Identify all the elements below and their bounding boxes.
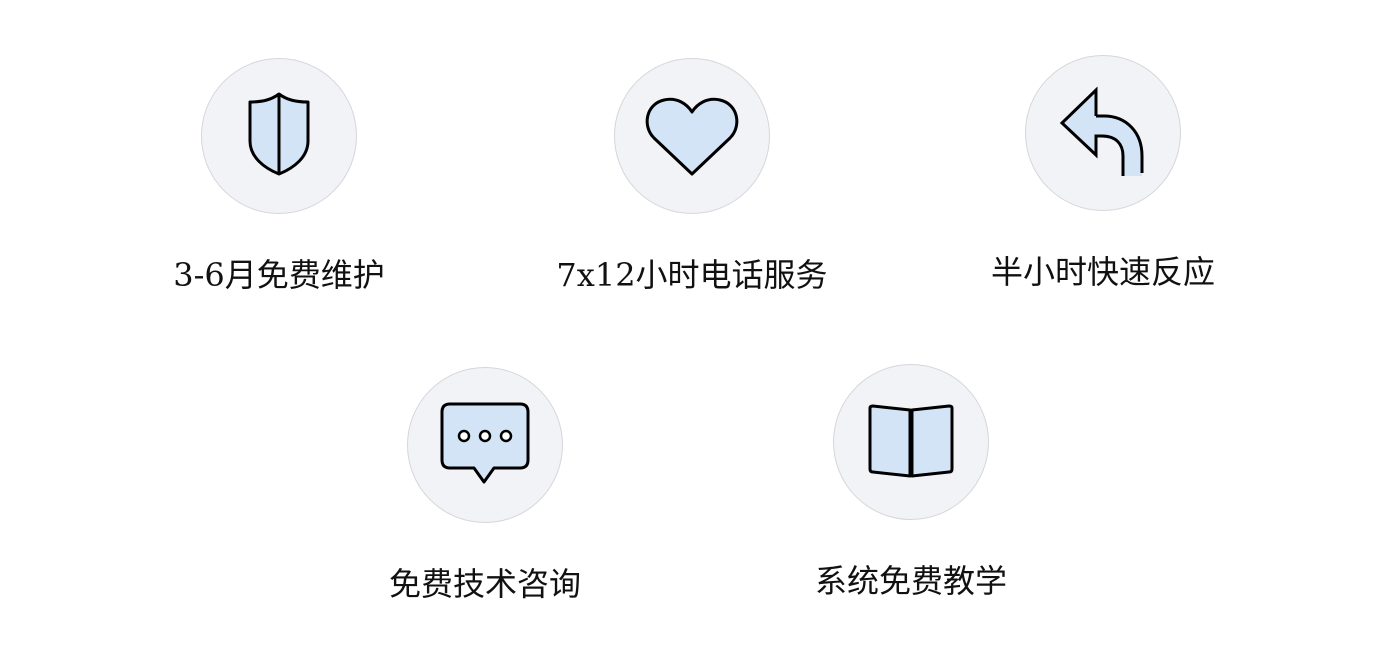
- icon-circle: [1025, 55, 1181, 211]
- feature-label: 半小时快速反应: [990, 253, 1215, 291]
- chat-bubble-icon: [440, 402, 530, 484]
- feature-label: 3-6月免费维护: [173, 256, 385, 294]
- icon-circle: [614, 58, 770, 214]
- open-book-icon: [868, 404, 954, 478]
- icon-circle: [407, 367, 563, 523]
- feature-tech-consulting: 免费技术咨询: [335, 367, 635, 605]
- icon-circle: [833, 364, 989, 520]
- shield-icon: [248, 92, 310, 176]
- icon-circle: [201, 58, 357, 214]
- feature-label: 7x12小时电话服务: [556, 256, 828, 294]
- feature-training: 系统免费教学: [761, 364, 1061, 602]
- feature-maintenance: 3-6月免费维护: [129, 58, 429, 296]
- feature-label: 免费技术咨询: [388, 565, 581, 603]
- heart-icon: [645, 97, 739, 176]
- feature-fast-response: 半小时快速反应: [953, 55, 1253, 293]
- reply-arrow-icon: [1059, 86, 1144, 176]
- feature-phone-service: 7x12小时电话服务: [542, 58, 842, 296]
- feature-label: 系统免费教学: [814, 562, 1007, 600]
